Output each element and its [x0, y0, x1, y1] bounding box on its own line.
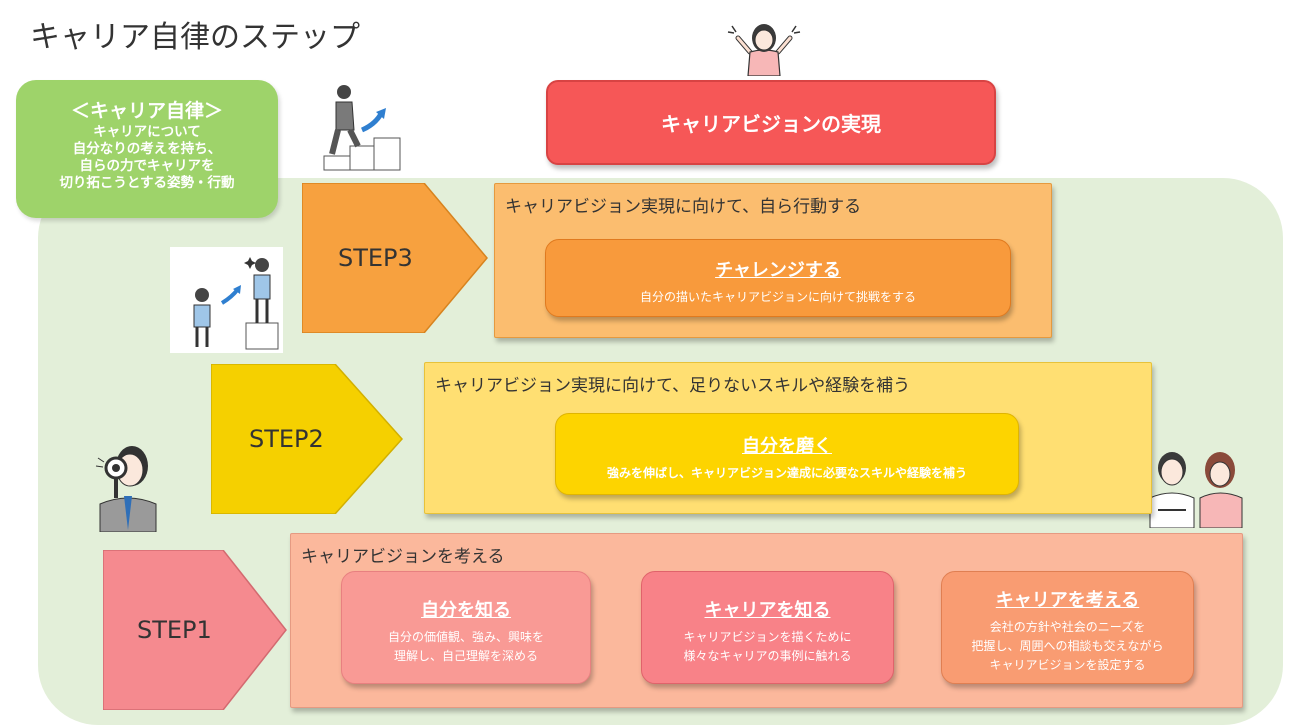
step3-band: キャリアビジョン実現に向けて、自ら行動する チャレンジする 自分の描いたキャリア… — [494, 183, 1052, 338]
step3-label: STEP3 — [338, 244, 413, 272]
self-improve-desc: 強みを伸ばし、キャリアビジョン達成に必要なスキルや経験を補う — [606, 466, 967, 480]
career-autonomy-line: 自らの力でキャリアを — [79, 158, 215, 174]
thinking-couple-icon — [1146, 448, 1246, 528]
step3-arrow: STEP3 — [302, 183, 489, 333]
know-career-desc: キャリアビジョンを描くために — [683, 630, 852, 644]
step2-arrow: STEP2 — [211, 364, 404, 514]
step1-band: キャリアビジョンを考える 自分を知る 自分の価値観、強み、興味を 理解し、自己理… — [290, 533, 1243, 708]
career-autonomy-line: 切り拓こうとする姿勢・行動 — [59, 175, 235, 191]
step1-arrow: STEP1 — [103, 550, 288, 710]
climbing-stairs-man-icon — [322, 82, 404, 172]
step1-header: キャリアビジョンを考える — [301, 547, 505, 567]
think-career-desc: キャリアビジョンを設定する — [989, 658, 1146, 672]
cheering-woman-icon — [722, 18, 806, 76]
goal-label: キャリアビジョンの実現 — [661, 112, 881, 136]
magnifier-man-icon — [94, 440, 162, 532]
know-career-title: キャリアを知る — [704, 600, 831, 621]
step2-label: STEP2 — [249, 425, 324, 453]
growth-women-icon — [170, 247, 283, 353]
self-improve-box: 自分を磨く 強みを伸ばし、キャリアビジョン達成に必要なスキルや経験を補う — [555, 413, 1019, 495]
think-career-desc: 把握し、周囲への相談も交えながら — [971, 639, 1164, 653]
challenge-title: チャレンジする — [715, 260, 841, 281]
self-improve-title: 自分を磨く — [742, 436, 832, 457]
know-self-desc: 理解し、自己理解を深める — [393, 649, 538, 663]
challenge-box: チャレンジする 自分の描いたキャリアビジョンに向けて挑戦をする — [545, 239, 1011, 317]
step2-band: キャリアビジョン実現に向けて、足りないスキルや経験を補う 自分を磨く 強みを伸ば… — [424, 362, 1152, 514]
know-self-title: 自分を知る — [421, 600, 511, 621]
step1-label: STEP1 — [137, 616, 212, 644]
career-autonomy-box: ＜キャリア自律＞ キャリアについて 自分なりの考えを持ち、 自らの力でキャリアを… — [16, 80, 278, 218]
think-career-desc: 会社の方針や社会のニーズを — [989, 620, 1146, 634]
step3-header: キャリアビジョン実現に向けて、自ら行動する — [505, 197, 862, 217]
page-title: キャリア自律のステップ — [30, 20, 360, 55]
step2-header: キャリアビジョン実現に向けて、足りないスキルや経験を補う — [435, 376, 911, 396]
goal-box: キャリアビジョンの実現 — [546, 80, 996, 165]
know-career-box: キャリアを知る キャリアビジョンを描くために 様々なキャリアの事例に触れる — [641, 571, 894, 684]
career-autonomy-line: 自分なりの考えを持ち、 — [72, 141, 222, 157]
know-self-desc: 自分の価値観、強み、興味を — [387, 630, 544, 644]
think-career-title: キャリアを考える — [995, 590, 1140, 611]
know-career-desc: 様々なキャリアの事例に触れる — [683, 649, 852, 663]
know-self-box: 自分を知る 自分の価値観、強み、興味を 理解し、自己理解を深める — [341, 571, 591, 684]
career-autonomy-line: キャリアについて — [93, 124, 201, 140]
challenge-desc: 自分の描いたキャリアビジョンに向けて挑戦をする — [639, 290, 916, 304]
think-career-box: キャリアを考える 会社の方針や社会のニーズを 把握し、周囲への相談も交えながら … — [941, 571, 1194, 684]
career-autonomy-heading: ＜キャリア自律＞ — [70, 100, 223, 122]
